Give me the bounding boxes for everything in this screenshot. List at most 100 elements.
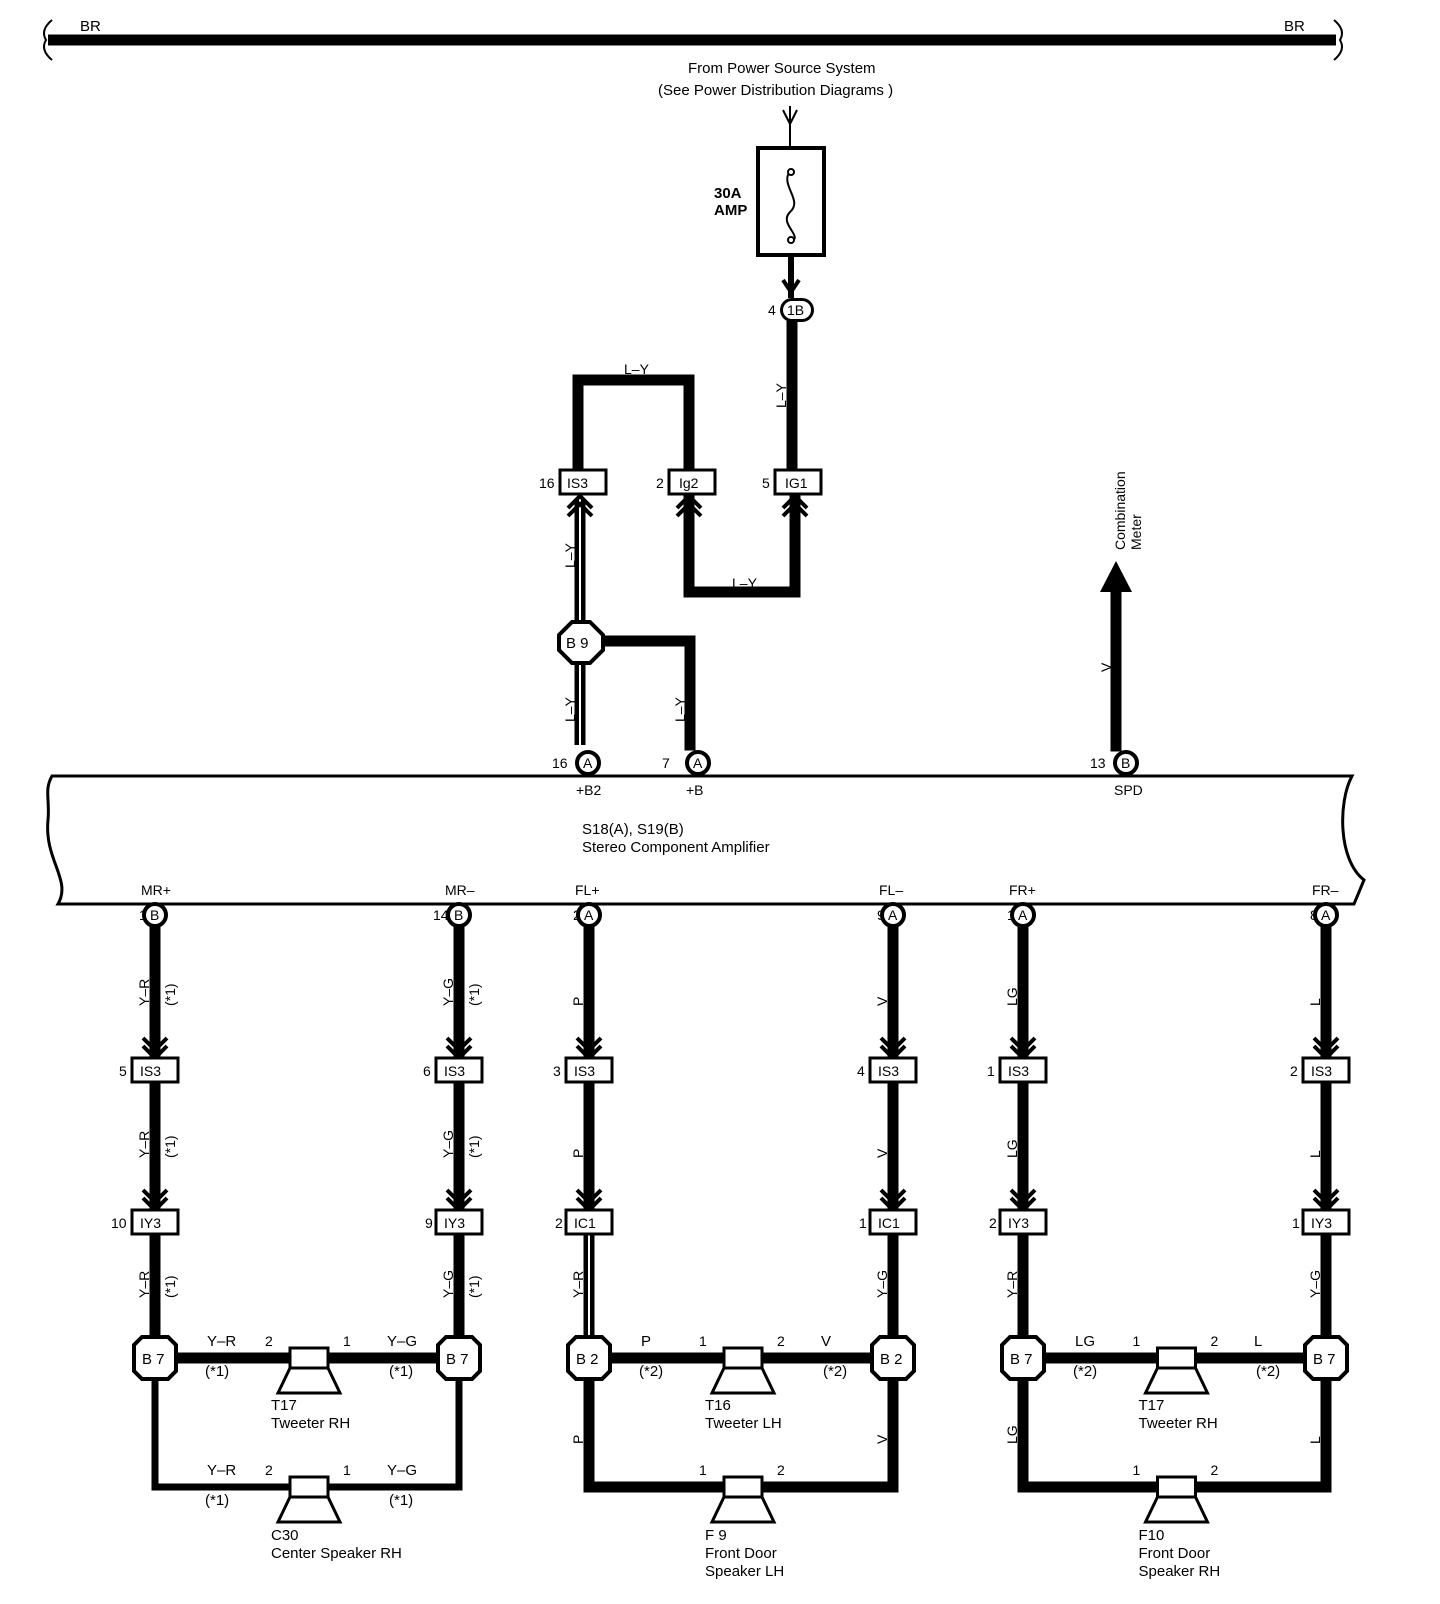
power-source-line1: From Power Source System: [688, 60, 876, 77]
wire-color-label: Y–R: [1004, 1271, 1020, 1298]
wire-color-label: P: [570, 1435, 586, 1444]
connector-is3: [868, 1056, 918, 1084]
tweeter-pin-right: 2: [777, 1333, 785, 1349]
connector-is3: [1301, 1056, 1351, 1084]
splice-left-1-label: B 2: [576, 1351, 599, 1368]
splice-left-2-label: B 7: [1010, 1351, 1033, 1368]
amp-top-pin-2-letter: B: [1121, 755, 1130, 771]
wire-ly-1b: L–Y: [773, 382, 789, 408]
connector-is3-code: IS3: [1311, 1063, 1332, 1079]
amp-top-pin-1-letter: A: [693, 755, 703, 771]
tweeter-pin-right: 1: [343, 1333, 351, 1349]
tweeter-note-right: (*2): [823, 1363, 847, 1380]
amp-bottom-pin-4-letter: A: [1018, 907, 1028, 923]
connector-is3-pin: 2: [1290, 1063, 1298, 1079]
wire-note-label: (*1): [162, 1275, 178, 1298]
tweeter-pin-left: 2: [265, 1333, 273, 1349]
speaker-pin-right: 1: [343, 1462, 351, 1478]
connector-lower-pin: 1: [1292, 1215, 1300, 1231]
connector-is3-pin: 6: [423, 1063, 431, 1079]
connector-is3: [434, 1056, 484, 1084]
tweeter-pin-left: 1: [1133, 1333, 1141, 1349]
tweeter-icon-magnet: [722, 1346, 764, 1370]
speaker-pin-left: 1: [1133, 1462, 1141, 1478]
amp-top-pin-1: [685, 750, 711, 776]
wire-ly-loop-top: L–Y: [624, 361, 650, 377]
connector-lower-pin: 1: [859, 1215, 867, 1231]
amp-top-pin-signal: +B2: [576, 782, 602, 798]
splice-b9-label: B 9: [566, 635, 589, 652]
amp-bottom-pin-number: 1: [1007, 907, 1015, 923]
tweeter-icon-magnet: [1156, 1346, 1197, 1370]
conn-ig1-code: IG1: [785, 475, 808, 491]
splice-left-0: [132, 1335, 178, 1381]
power-source: From Power Source System (See Power Dist…: [658, 60, 893, 298]
amp-bottom-pin-3-letter: A: [888, 907, 898, 923]
tweeter-ref: T17: [1139, 1397, 1165, 1414]
speaker-note-right: (*1): [389, 1492, 413, 1509]
wire-color-label: P: [570, 997, 586, 1006]
wire-ly-loop-bottom: L–Y: [732, 575, 758, 591]
connector-is3-pin: 5: [119, 1063, 127, 1079]
speaker-ref: F10: [1139, 1527, 1165, 1544]
wire-color-label: L: [1307, 998, 1323, 1006]
wire-color-label: LG: [1004, 1139, 1020, 1158]
connector-lower: [434, 1208, 484, 1236]
tweeter-wire-left: LG: [1075, 1333, 1095, 1350]
conn-1b-pin: 4: [768, 302, 776, 318]
conn-1b-code: 1B: [787, 302, 804, 318]
connector-is3-pin: 3: [553, 1063, 561, 1079]
splice-right-0-label: B 7: [446, 1351, 469, 1368]
speaker-wire-right: Y–G: [387, 1462, 417, 1479]
tweeter-name: Tweeter RH: [271, 1415, 350, 1432]
combination-meter-line2: Meter: [1128, 514, 1144, 550]
speaker-icon-magnet: [288, 1475, 330, 1499]
amp-top-pin-signal: SPD: [1114, 782, 1143, 798]
amp-bottom-pin-0: [142, 902, 168, 928]
tweeter-icon-cone: [709, 1366, 777, 1395]
speaker-icon-magnet: [722, 1475, 764, 1499]
power-source-line2: (See Power Distribution Diagrams ): [658, 82, 893, 99]
wire-ly-7a: L–Y: [672, 696, 688, 722]
tweeter-wire-left: P: [641, 1333, 651, 1350]
amp-bottom-pin-number: 8: [1310, 907, 1318, 923]
conn-is3-top-pin: 16: [539, 475, 555, 491]
connector-is3-code: IS3: [140, 1063, 161, 1079]
connector-is3: [564, 1056, 614, 1084]
amp-bottom-pin-signal: FL+: [575, 882, 600, 898]
speaker-name-line1: Center Speaker RH: [271, 1545, 402, 1562]
speaker-icon-cone: [709, 1495, 777, 1524]
amp-bottom-pin-number: 2: [573, 907, 581, 923]
wire-v-meter: V: [1098, 662, 1114, 672]
wire-color-label: V: [874, 996, 890, 1006]
connector-lower-code: IY3: [1311, 1215, 1332, 1231]
amp-top-pin-number: 13: [1090, 755, 1106, 771]
speaker-name-line2: Speaker RH: [1139, 1563, 1221, 1580]
conn-ig2-pin: 2: [656, 475, 664, 491]
connector-lower: [1301, 1208, 1351, 1236]
tweeter-wire-right: L: [1254, 1333, 1262, 1350]
speaker-wire-left: Y–R: [207, 1462, 236, 1479]
splice-left-2: [1000, 1335, 1046, 1381]
speaker-name-line1: Front Door: [1139, 1545, 1211, 1562]
combination-meter-line1: Combination: [1112, 471, 1128, 550]
amp-bottom-pin-1: [446, 902, 472, 928]
connector-lower-code: IC1: [574, 1215, 596, 1231]
wire-color-label: P: [570, 1149, 586, 1158]
wire-note-label: (*1): [162, 983, 178, 1006]
amp-bottom-pin-signal: MR–: [445, 882, 475, 898]
amp-ref: S18(A), S19(B): [582, 821, 684, 838]
conn-ig2-code: Ig2: [679, 475, 699, 491]
amp-top-pin-2: [1113, 750, 1139, 776]
wire-color-label: Y–R: [136, 1271, 152, 1298]
tweeter-note-right: (*1): [389, 1363, 413, 1380]
tweeter-icon-cone: [275, 1366, 343, 1395]
tweeter-note-left: (*1): [205, 1363, 229, 1380]
wire-color-label: Y–G: [440, 1130, 456, 1158]
